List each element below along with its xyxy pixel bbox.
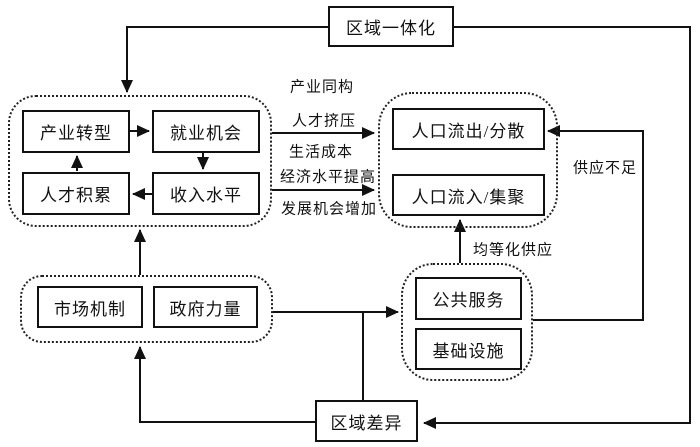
arrow-supply-shortage-loop <box>533 125 644 321</box>
arrow-integration-to-left-group <box>121 26 328 93</box>
label-development-opportunity-increase: 发展机会增加 <box>280 201 378 218</box>
group-market-government <box>20 275 273 343</box>
node-employment-opportunity: 就业机会 <box>152 110 260 153</box>
label-equalized-supply: 均等化供应 <box>472 242 554 259</box>
node-income-level: 收入水平 <box>152 172 260 215</box>
node-government-power: 政府力量 <box>153 286 258 328</box>
label-living-cost: 生活成本 <box>288 144 354 161</box>
arrow-integration-to-regional-difference <box>423 26 691 429</box>
label-industry-isomorphism: 产业同构 <box>289 79 355 96</box>
node-public-service: 公共服务 <box>415 277 522 320</box>
node-market-mechanism: 市场机制 <box>37 286 143 328</box>
group-population-flow <box>378 92 558 228</box>
arrow-difference-to-mechanism <box>134 346 315 423</box>
label-talent-squeeze: 人才挤压 <box>291 113 357 130</box>
node-talent-accumulation: 人才积累 <box>22 172 130 215</box>
node-population-inflow: 人口流入/集聚 <box>392 174 545 216</box>
label-insufficient-supply: 供应不足 <box>572 160 638 177</box>
node-industry-transformation: 产业转型 <box>22 110 130 153</box>
node-regional-difference: 区域差异 <box>315 400 418 442</box>
label-economic-level-rise: 经济水平提高 <box>279 169 377 186</box>
group-public-supply <box>401 263 533 381</box>
group-industry-talent-cycle <box>8 95 272 227</box>
node-infrastructure: 基础设施 <box>415 328 522 370</box>
node-population-outflow: 人口流出/分散 <box>392 108 545 150</box>
node-regional-integration: 区域一体化 <box>328 6 454 47</box>
